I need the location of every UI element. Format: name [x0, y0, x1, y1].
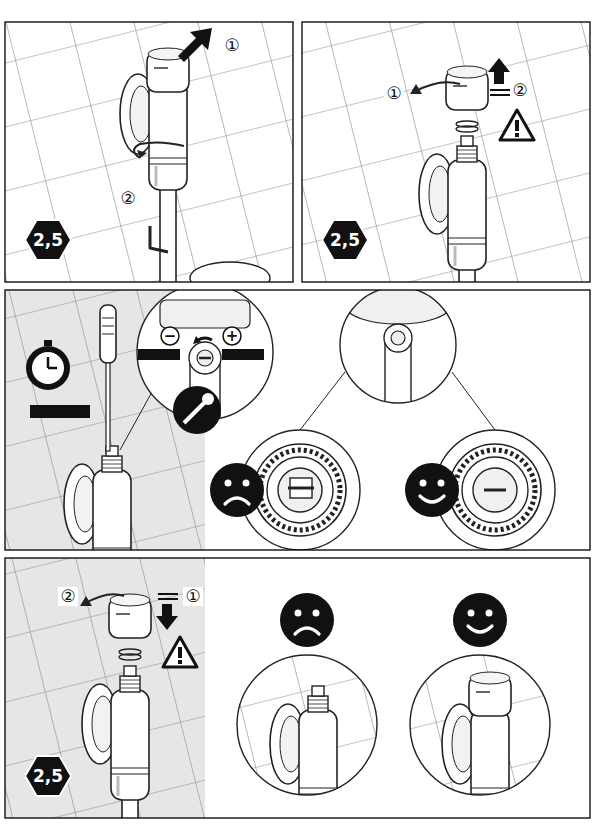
callout-number: ②: [118, 189, 137, 208]
adjust-sign: +: [224, 328, 241, 345]
callout-number: ①: [222, 36, 241, 55]
tool-size: 2,5: [33, 230, 63, 250]
callout-number: ②: [58, 587, 77, 606]
tool-size: 2,5: [33, 766, 63, 786]
adjust-sign: −: [162, 328, 179, 345]
hex-key-badge: 2,5: [22, 752, 74, 800]
callout-number: ①: [183, 587, 202, 606]
hex-key-badge: 2,5: [319, 216, 371, 264]
hex-key-badge: 2,5: [22, 216, 74, 264]
tool-size: 2,5: [330, 230, 360, 250]
callout-number: ②: [510, 81, 529, 100]
callout-number: ①: [384, 84, 403, 103]
